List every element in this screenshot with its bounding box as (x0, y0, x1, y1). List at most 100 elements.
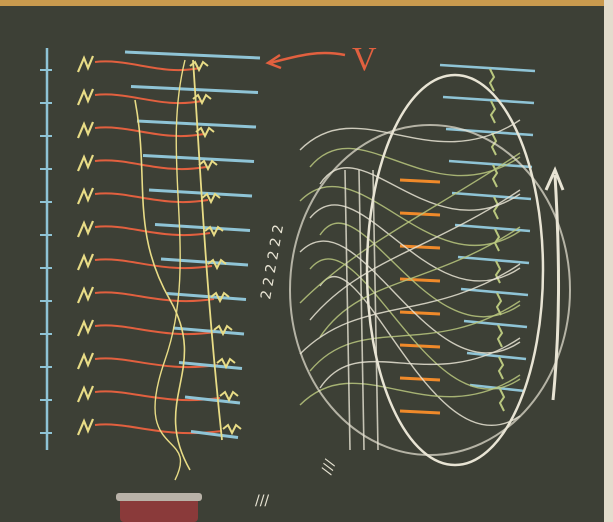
right-symbol (495, 292, 503, 316)
resistor (198, 159, 218, 172)
right-blue-bar (439, 63, 536, 73)
right-network (299, 63, 536, 451)
vertical-rail (344, 169, 351, 451)
right-blue-bar (442, 95, 535, 105)
red-wire (94, 324, 217, 336)
left-symbol (76, 187, 95, 205)
crossing-curve (309, 204, 521, 282)
crossing-curve (309, 147, 521, 177)
resistor-chain (192, 59, 223, 441)
orange-bar (399, 310, 441, 316)
top-v-label: V (352, 41, 377, 78)
left-symbol (76, 55, 95, 73)
crossing-curve (309, 300, 521, 372)
crossing-curve (299, 152, 521, 304)
vertical-rail (372, 169, 379, 451)
right-symbol (489, 100, 497, 124)
left-symbol (76, 88, 95, 106)
jar (120, 497, 198, 522)
bottom-center-scribble: /// (319, 457, 339, 476)
blue-bar (184, 395, 241, 405)
red-wire (94, 126, 205, 138)
resistor (219, 390, 239, 403)
right-symbol (497, 356, 505, 380)
right-blue-bar (466, 351, 527, 361)
right-blue-bar (448, 159, 533, 169)
right-symbol (488, 68, 496, 92)
left-symbol (76, 352, 95, 370)
bottom-left-scribble: /// (255, 493, 269, 509)
resistor (216, 357, 236, 370)
blue-bar (154, 223, 251, 232)
right-symbol (498, 388, 506, 412)
crossing-curve (299, 263, 521, 355)
right-blue-bar (451, 191, 532, 201)
blue-bar (178, 361, 243, 370)
red-wire (94, 291, 215, 303)
resistor (201, 192, 221, 205)
crossing-curve (319, 226, 521, 338)
blue-bar (172, 326, 245, 336)
crossing-curve (299, 119, 521, 151)
chalkboard-surface (0, 6, 613, 522)
right-blue-bar (457, 255, 530, 265)
blue-bar (166, 292, 247, 301)
resistor (204, 225, 224, 238)
orange-bar (399, 376, 441, 382)
blue-bar (148, 188, 253, 198)
resistor (222, 423, 242, 436)
left-symbol (76, 121, 95, 139)
crossing-curve (319, 276, 521, 426)
red-wire (94, 60, 201, 72)
v-arrow (269, 51, 346, 65)
resistor (210, 291, 230, 304)
right-blue-bar (463, 319, 528, 329)
crossing-curve (299, 240, 521, 354)
crossing-curve (319, 337, 521, 389)
resistor (213, 324, 233, 337)
crossing-curve (309, 258, 521, 390)
left-symbol (76, 253, 95, 271)
vertical-rail (358, 169, 365, 451)
wavy-line-2 (154, 59, 186, 481)
orange-bar (399, 244, 441, 250)
right-symbol (496, 324, 504, 348)
orange-bar (399, 409, 441, 415)
red-wire (94, 225, 211, 237)
resistor (192, 93, 212, 106)
up-arrow-head (544, 166, 565, 191)
mid-wavy-lines (134, 59, 191, 481)
left-symbol (76, 154, 95, 172)
frame-edge (604, 0, 613, 522)
red-wire (94, 192, 209, 204)
right-symbol (492, 196, 500, 220)
up-arrow (551, 174, 561, 401)
crossing-curve (299, 185, 521, 247)
left-symbol (76, 385, 95, 403)
crossing-curve (309, 189, 521, 321)
orange-bar (399, 211, 441, 217)
left-network-rows (40, 50, 261, 441)
large-loop-2 (289, 124, 571, 456)
left-symbol (76, 220, 95, 238)
left-symbol (76, 286, 95, 304)
resistor (195, 126, 215, 139)
right-blue-bar (454, 223, 531, 233)
crossing-curve (299, 374, 521, 406)
red-wire (94, 159, 207, 171)
right-blue-bar (460, 287, 529, 297)
blue-bar (190, 430, 239, 439)
orange-bar (399, 343, 441, 349)
wavy-line (134, 99, 191, 471)
right-symbol (493, 228, 501, 252)
crossing-curve (319, 222, 521, 318)
resistor (207, 258, 227, 271)
large-loop (365, 73, 545, 467)
jar-lid (116, 493, 202, 501)
v-arrow-head (265, 53, 282, 70)
blue-bar (124, 50, 261, 60)
red-wire (94, 258, 213, 270)
red-wire (94, 357, 219, 369)
left-symbol (76, 418, 95, 436)
